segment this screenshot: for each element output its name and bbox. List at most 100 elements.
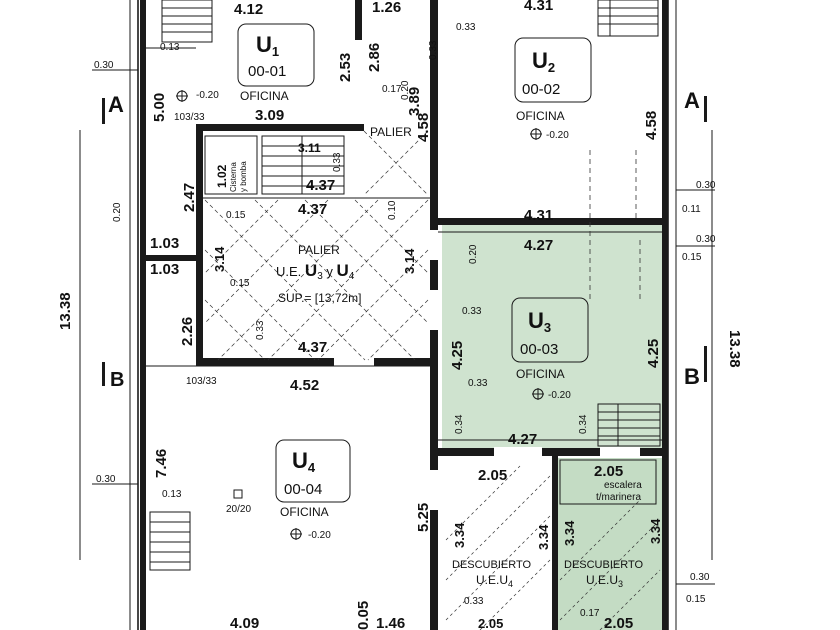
unit-u4: U4 00-04 OFICINA -0.20 <box>275 439 351 541</box>
svg-text:20/20: 20/20 <box>226 504 251 515</box>
svg-text:4.58: 4.58 <box>643 111 660 140</box>
level-marker-icons <box>176 90 544 540</box>
section-marker-b-right: B <box>684 346 707 389</box>
svg-text:0.17: 0.17 <box>382 84 402 95</box>
svg-text:4.12: 4.12 <box>234 1 263 18</box>
stair-u3 <box>597 403 661 447</box>
svg-text:0.11: 0.11 <box>682 204 701 215</box>
svg-text:0.33: 0.33 <box>464 596 484 607</box>
svg-text:0.33: 0.33 <box>462 306 482 317</box>
u3-patio-highlight-area <box>556 458 664 630</box>
stair-top-left <box>161 0 213 43</box>
svg-text:2.05: 2.05 <box>478 467 507 484</box>
svg-text:4.27: 4.27 <box>524 237 553 254</box>
svg-text:-0.20: -0.20 <box>308 530 331 541</box>
stair-top-right <box>597 0 659 37</box>
svg-text:0.05: 0.05 <box>355 601 372 630</box>
u1-level: -0.20 <box>196 90 219 101</box>
svg-text:PALIER: PALIER <box>298 243 340 257</box>
svg-text:103/33: 103/33 <box>174 112 205 123</box>
svg-text:3.11: 3.11 <box>298 141 321 155</box>
svg-text:4.25: 4.25 <box>645 339 662 368</box>
svg-text:0.13: 0.13 <box>162 489 182 500</box>
svg-text:U.E.U3: U.E.U3 <box>586 573 623 589</box>
svg-text:DESCUBIERTO: DESCUBIERTO <box>452 559 532 571</box>
svg-text:2.05: 2.05 <box>594 463 623 480</box>
svg-text:4.31: 4.31 <box>524 207 553 224</box>
svg-text:-0.20: -0.20 <box>548 390 571 401</box>
svg-text:0.20: 0.20 <box>468 244 479 264</box>
escalera-label: 2.05 escalera t/marinera <box>594 463 642 503</box>
svg-text:2.86: 2.86 <box>366 43 383 72</box>
svg-text:0.30: 0.30 <box>96 474 116 485</box>
svg-text:4.37: 4.37 <box>298 201 327 218</box>
door-openings <box>334 230 640 510</box>
svg-text:5.25: 5.25 <box>415 503 432 532</box>
svg-text:0.10: 0.10 <box>387 200 398 220</box>
svg-text:B: B <box>684 364 700 389</box>
dimension-lines <box>79 47 715 585</box>
svg-text:0.13: 0.13 <box>160 42 180 53</box>
svg-text:0.33: 0.33 <box>255 320 266 340</box>
svg-text:0.20: 0.20 <box>112 202 123 222</box>
small-dimension-labels: 0.13 0.13 0.30 0.30 0.33 0.17 103/33 103… <box>94 22 716 619</box>
svg-text:4.52: 4.52 <box>290 377 319 394</box>
palier-grid <box>204 130 429 361</box>
svg-text:-0.20: -0.20 <box>546 130 569 141</box>
svg-text:U2: U2 <box>532 48 555 75</box>
svg-text:1.46: 1.46 <box>376 615 405 630</box>
descubierto-u3-label: DESCUBIERTO U.E.U3 <box>564 559 644 589</box>
cisterna-label-1: Cisterna <box>229 162 238 192</box>
svg-text:3.34: 3.34 <box>648 518 663 544</box>
svg-text:5.00: 5.00 <box>151 93 168 122</box>
svg-text:B: B <box>110 369 124 391</box>
svg-text:0.33: 0.33 <box>428 40 439 60</box>
svg-text:U1: U1 <box>256 32 279 59</box>
svg-text:4.09: 4.09 <box>230 615 259 630</box>
svg-text:4.58: 4.58 <box>415 113 432 142</box>
svg-text:2.47: 2.47 <box>181 183 198 212</box>
svg-text:0.17: 0.17 <box>580 608 600 619</box>
svg-text:U.E. U3 y U4: U.E. U3 y U4 <box>276 261 355 282</box>
descubierto-hatch <box>445 465 661 630</box>
svg-text:3.34: 3.34 <box>562 520 577 546</box>
svg-text:0.33: 0.33 <box>468 378 488 389</box>
svg-text:4.37: 4.37 <box>298 339 327 356</box>
section-marker-a-right: A <box>684 88 707 122</box>
svg-text:0.33: 0.33 <box>456 22 476 33</box>
svg-text:1.26: 1.26 <box>372 0 401 16</box>
cisterna-label-2: y bomba <box>239 161 248 192</box>
svg-text:0.34: 0.34 <box>578 414 589 434</box>
stair-u4 <box>149 511 191 571</box>
overall-left-dimension: 13.38 <box>57 292 74 330</box>
svg-text:0.15: 0.15 <box>686 594 706 605</box>
dimension-labels: 4.12 1.26 4.31 2.53 2.86 3.89 5.00 4.58 … <box>150 0 663 630</box>
svg-text:OFICINA: OFICINA <box>240 89 289 103</box>
svg-text:2.05: 2.05 <box>478 616 503 630</box>
unit-u1: U1 00-01 OFICINA <box>237 23 315 103</box>
overall-right-dimension: 13.38 <box>726 330 743 368</box>
u3-highlight-area <box>442 223 664 448</box>
svg-text:t/marinera: t/marinera <box>596 492 641 503</box>
svg-text:0.30: 0.30 <box>696 234 716 245</box>
svg-text:00-03: 00-03 <box>520 341 558 358</box>
svg-text:0.15: 0.15 <box>682 252 702 263</box>
svg-text:7.46: 7.46 <box>153 449 170 478</box>
svg-text:00-01: 00-01 <box>248 63 286 80</box>
unit-u2: U2 00-02 OFICINA -0.20 <box>514 37 592 141</box>
section-marker-a-left: A <box>102 92 124 124</box>
svg-text:0.15: 0.15 <box>230 278 250 289</box>
svg-text:SUP.= [13,72m]: SUP.= [13,72m] <box>278 291 362 305</box>
svg-text:3.34: 3.34 <box>452 522 467 548</box>
svg-text:2.53: 2.53 <box>337 53 354 82</box>
svg-text:4.25: 4.25 <box>449 341 466 370</box>
svg-text:1.03: 1.03 <box>150 261 179 278</box>
svg-text:A: A <box>684 88 700 113</box>
svg-text:0.30: 0.30 <box>696 180 716 191</box>
svg-text:1.03: 1.03 <box>150 235 179 252</box>
svg-text:103/33: 103/33 <box>186 376 217 387</box>
svg-text:0.30: 0.30 <box>94 60 114 71</box>
palier-center-label: PALIER U.E. U3 y U4 SUP.= [13,72m] <box>276 243 362 305</box>
svg-text:escalera: escalera <box>604 480 642 491</box>
